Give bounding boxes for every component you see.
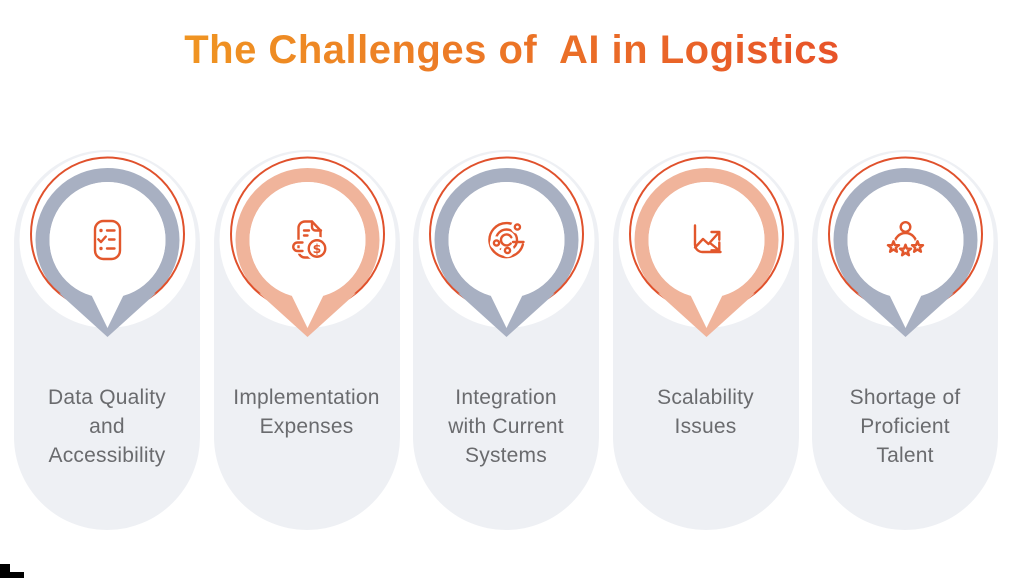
card-implementation-expenses: $ Implementation Expenses: [213, 150, 400, 530]
document-dollar-icon: $: [290, 220, 329, 261]
pin-badge: [618, 152, 794, 337]
svg-text:$: $: [312, 241, 321, 256]
card-scalability: Scalability Issues: [612, 150, 799, 530]
page-title: The Challenges of AI in Logistics: [0, 28, 1024, 73]
card-data-quality: Data Quality and Accessibility: [14, 150, 200, 530]
pin-badge: $: [219, 152, 395, 337]
pin-badge: [19, 152, 196, 337]
challenge-label: Data Quality and Accessibility: [48, 386, 166, 467]
corner-artifact-bar: [10, 572, 24, 578]
challenge-label: Implementation Expenses: [233, 386, 380, 438]
integration-network-icon: [488, 220, 525, 259]
corner-artifact-square: [0, 564, 10, 578]
pin-badge: [817, 152, 994, 337]
checklist-icon: [93, 219, 122, 261]
pin-badge: [418, 152, 595, 337]
challenge-label: Integration with Current Systems: [448, 386, 564, 467]
card-talent-shortage: Shortage of Proficient Talent: [812, 150, 998, 530]
person-rating-icon: [885, 220, 926, 258]
card-integration: Integration with Current Systems: [413, 150, 599, 530]
challenge-label: Shortage of Proficient Talent: [849, 386, 961, 467]
challenge-cards-row: Data Quality and Accessibility: [14, 150, 998, 530]
growth-chart-icon: [693, 224, 722, 254]
challenge-label: Scalability Issues: [657, 386, 754, 438]
